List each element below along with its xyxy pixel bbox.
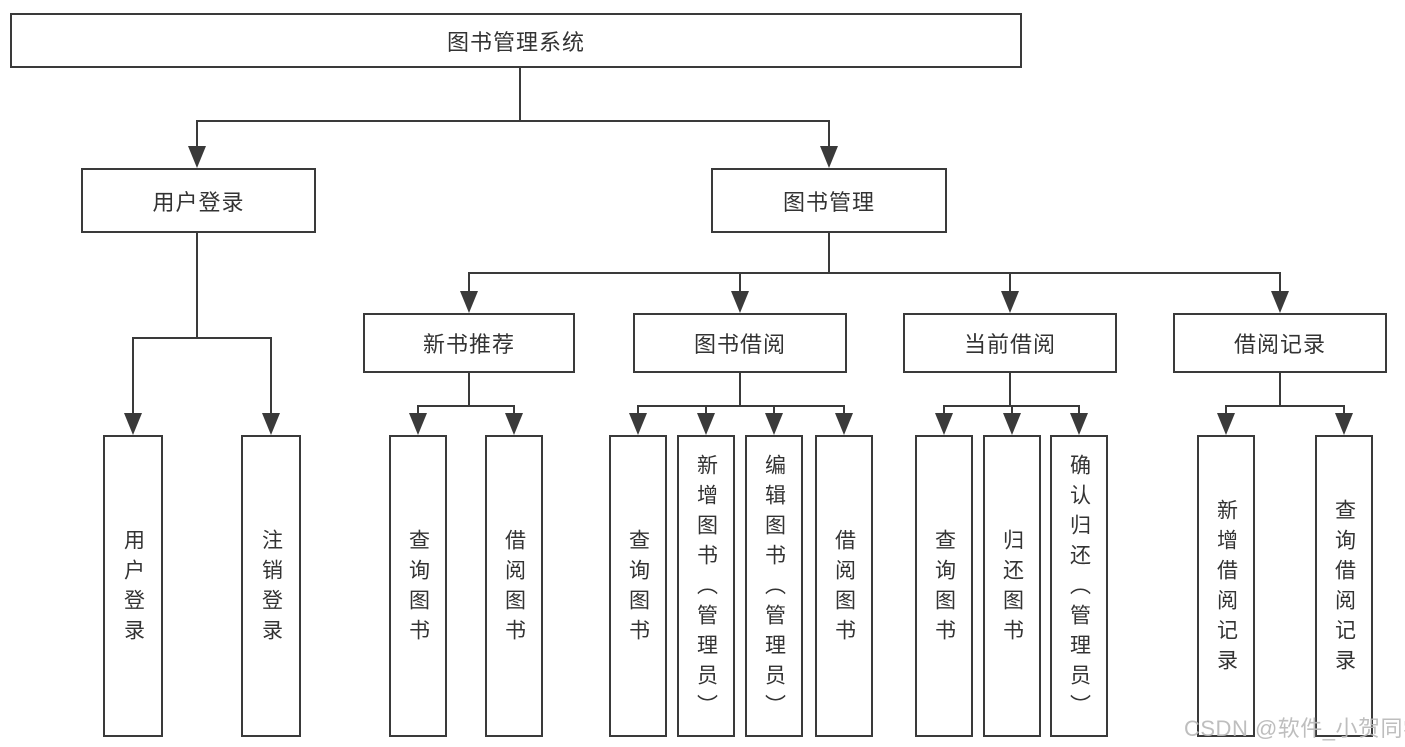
connector-line <box>1279 272 1281 294</box>
arrow-down-icon <box>262 413 280 435</box>
arrow-down-icon <box>460 291 478 313</box>
arrow-down-icon <box>629 413 647 435</box>
connector-line <box>1009 272 1011 294</box>
node-book-borrowing: 图书借阅 <box>633 313 847 373</box>
connector-line <box>943 405 945 417</box>
leaf-logout: 注销登录 <box>241 435 301 737</box>
leaf-borrow-books-recommend: 借阅图书 <box>485 435 543 737</box>
leaf-user-login: 用户登录 <box>103 435 163 737</box>
watermark: CSDN @软件_小贺同学 <box>1184 716 1405 741</box>
leaf-add-book-admin: 新增图书（管理员） <box>677 435 735 737</box>
arrow-down-icon <box>835 413 853 435</box>
connector-line <box>828 120 830 148</box>
leaf-borrow-books-borrowing: 借阅图书 <box>815 435 873 737</box>
connector-line <box>270 337 272 417</box>
connector-book-mgmt-stem <box>828 233 830 274</box>
node-borrowing-records: 借阅记录 <box>1173 313 1387 373</box>
arrow-down-icon <box>188 146 206 168</box>
arrow-down-icon <box>820 146 838 168</box>
leaf-query-books-current: 查询图书 <box>915 435 973 737</box>
leaf-add-borrow-record: 新增借阅记录 <box>1197 435 1255 737</box>
connector-line <box>132 337 134 417</box>
arrow-down-icon <box>1003 413 1021 435</box>
arrow-down-icon <box>1001 291 1019 313</box>
arrow-down-icon <box>765 413 783 435</box>
connector-level2-bar <box>196 120 830 122</box>
leaf-confirm-return-admin: 确认归还（管理员） <box>1050 435 1108 737</box>
arrow-down-icon <box>1217 413 1235 435</box>
connector-line <box>739 373 741 407</box>
leaf-query-books-recommend: 查询图书 <box>389 435 447 737</box>
connector-line <box>468 272 470 294</box>
connector-line <box>417 405 419 417</box>
node-book-management-system: 图书管理系统 <box>10 13 1022 68</box>
leaf-return-book: 归还图书 <box>983 435 1041 737</box>
connector-line <box>705 405 707 417</box>
connector-line <box>1078 405 1080 417</box>
arrow-down-icon <box>731 291 749 313</box>
node-current-borrowing: 当前借阅 <box>903 313 1117 373</box>
connector-line <box>1011 405 1013 417</box>
connector-line <box>773 405 775 417</box>
leaf-edit-book-admin: 编辑图书（管理员） <box>745 435 803 737</box>
connector-line <box>637 405 639 417</box>
node-book-management: 图书管理 <box>711 168 947 233</box>
arrow-down-icon <box>124 413 142 435</box>
connector-line <box>1009 373 1011 407</box>
connector-bar <box>418 405 515 407</box>
connector-user-login-stem <box>196 233 198 339</box>
leaf-query-borrow-record: 查询借阅记录 <box>1315 435 1373 737</box>
connector-line <box>843 405 845 417</box>
arrow-down-icon <box>1070 413 1088 435</box>
connector-line <box>1225 405 1227 417</box>
connector-bar <box>1226 405 1345 407</box>
connector-root-stem <box>519 68 521 122</box>
connector-line <box>1279 373 1281 407</box>
arrow-down-icon <box>697 413 715 435</box>
arrow-down-icon <box>1271 291 1289 313</box>
leaf-query-books-borrowing: 查询图书 <box>609 435 667 737</box>
arrow-down-icon <box>1335 413 1353 435</box>
connector-user-login-bar <box>132 337 272 339</box>
connector-line <box>1343 405 1345 417</box>
arrow-down-icon <box>935 413 953 435</box>
connector-line <box>468 373 470 407</box>
connector-level3-bar <box>468 272 1281 274</box>
connector-line <box>513 405 515 417</box>
connector-line <box>196 120 198 148</box>
arrow-down-icon <box>505 413 523 435</box>
node-user-login: 用户登录 <box>81 168 316 233</box>
arrow-down-icon <box>409 413 427 435</box>
connector-bar <box>638 405 845 407</box>
node-new-book-recommend: 新书推荐 <box>363 313 575 373</box>
connector-line <box>739 272 741 294</box>
